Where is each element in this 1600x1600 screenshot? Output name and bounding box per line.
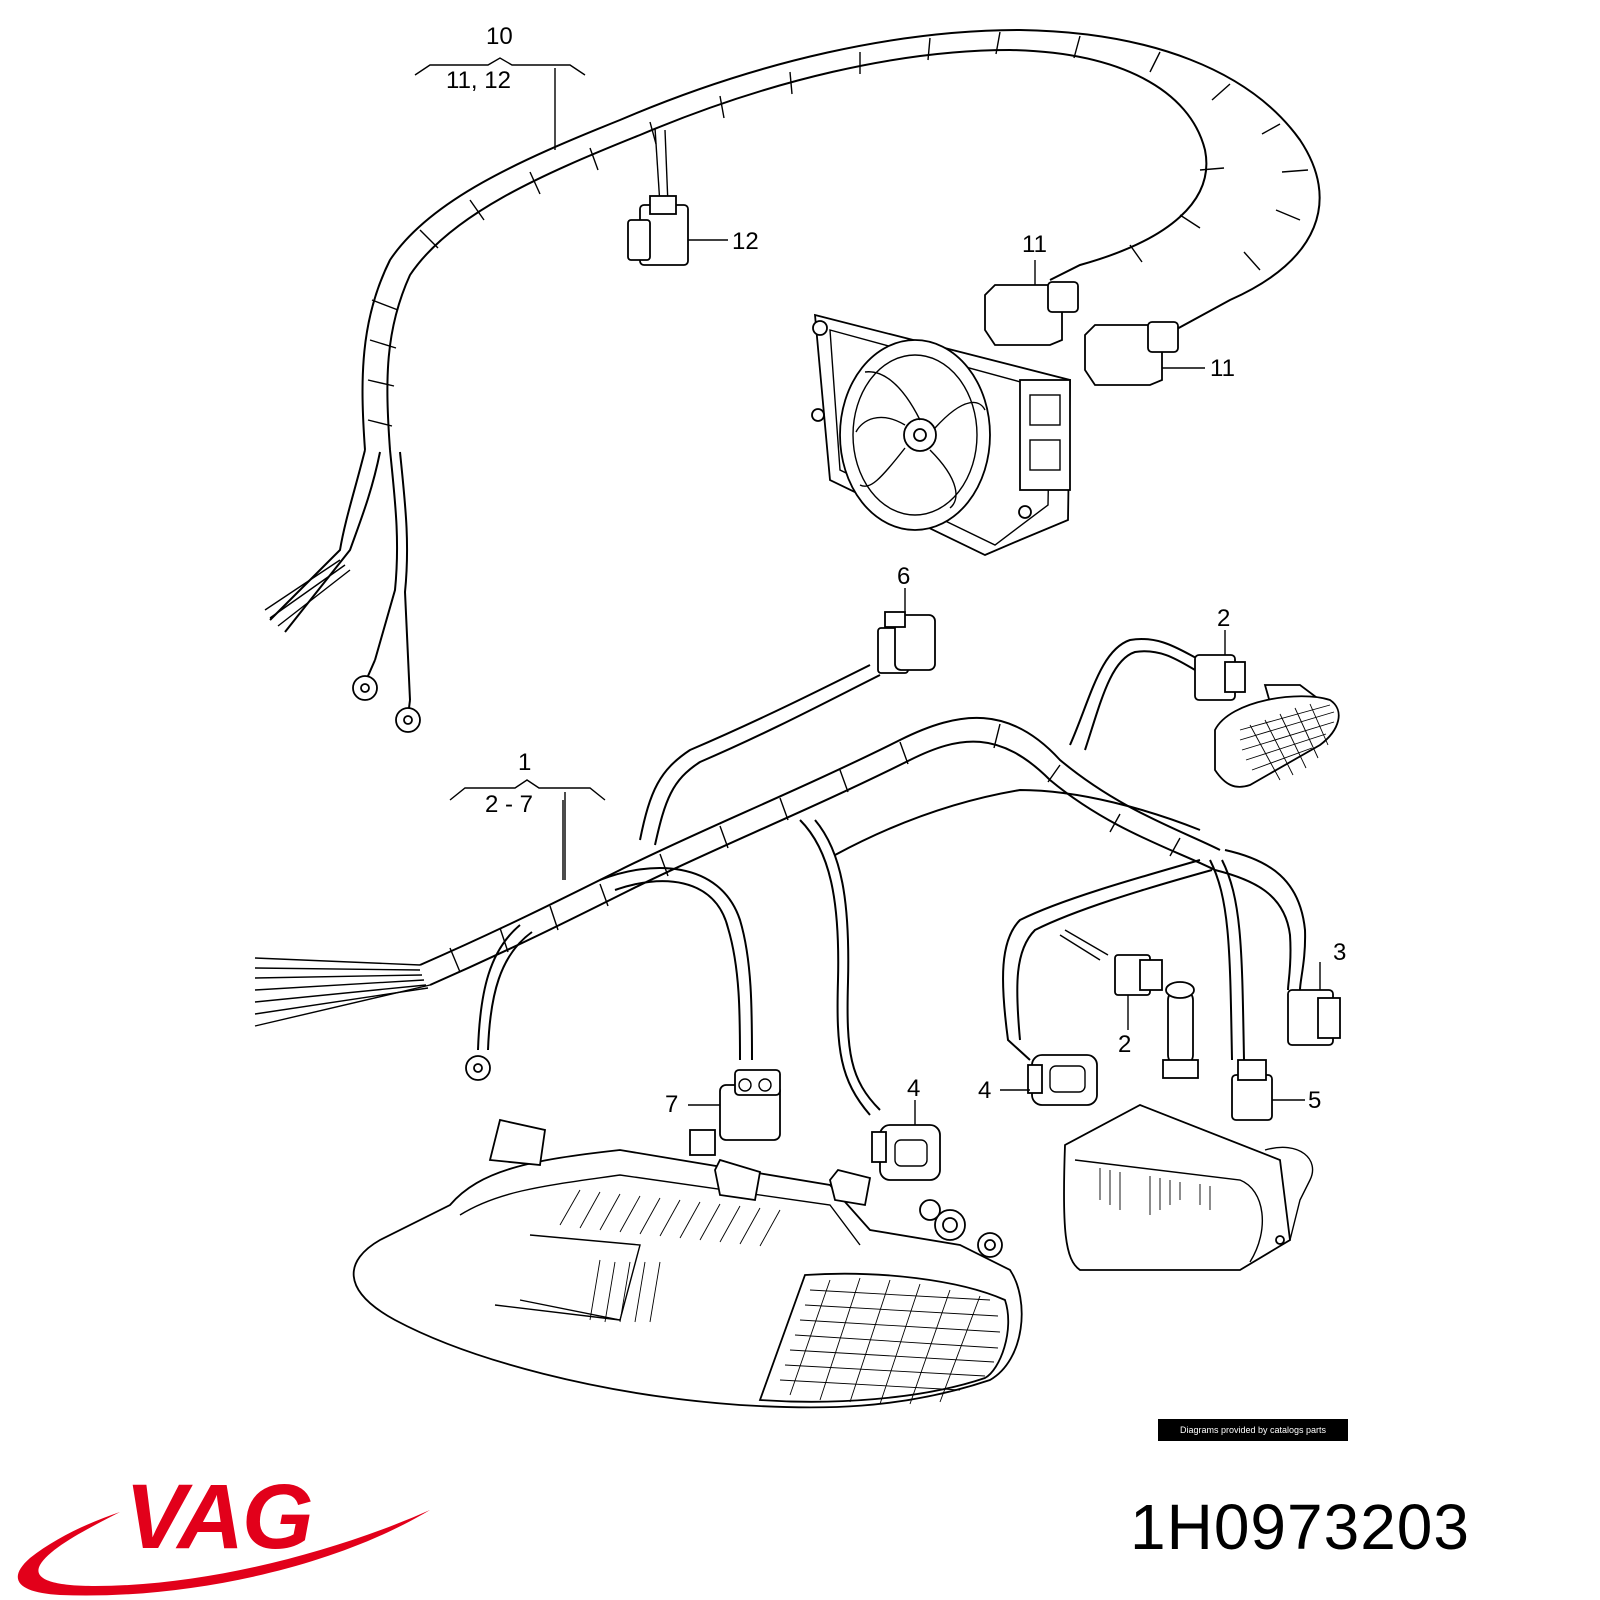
callout-11-lower: 11 bbox=[1210, 355, 1235, 382]
callout-4-right: 4 bbox=[978, 1077, 991, 1104]
callout-2-lower: 2 bbox=[1118, 1031, 1131, 1058]
callout-2-upper: 2 bbox=[1217, 605, 1230, 632]
callout-2-7: 2 - 7 bbox=[485, 791, 533, 818]
logo-wordmark: VAG bbox=[125, 1466, 312, 1568]
fog-lamp bbox=[1063, 1104, 1314, 1271]
connector-11-upper bbox=[984, 260, 1079, 346]
connector-3 bbox=[1287, 962, 1341, 1046]
part-number: 1H0973203 bbox=[1130, 1491, 1470, 1563]
connector-7 bbox=[688, 1069, 781, 1141]
connector-5 bbox=[1231, 1059, 1305, 1121]
callout-1: 1 bbox=[518, 749, 531, 776]
callout-10: 10 bbox=[486, 23, 513, 50]
logo-swoosh bbox=[17, 1510, 431, 1596]
connector-11-lower bbox=[1084, 321, 1205, 386]
callout-5: 5 bbox=[1308, 1087, 1321, 1114]
connector-6 bbox=[877, 588, 936, 674]
washer-pump bbox=[1162, 981, 1199, 1079]
bracket-10 bbox=[414, 57, 586, 150]
callout-3: 3 bbox=[1333, 939, 1346, 966]
connector-12 bbox=[627, 195, 728, 266]
vag-logo: VAG bbox=[17, 1466, 431, 1596]
connector-2-upper bbox=[1194, 630, 1246, 701]
side-marker-lamp bbox=[1214, 684, 1340, 788]
radiator-fan bbox=[811, 313, 1071, 556]
upper-harness bbox=[264, 28, 1321, 733]
callout-12: 12 bbox=[732, 228, 759, 255]
callout-11-12: 11, 12 bbox=[446, 67, 511, 94]
bracket-1 bbox=[449, 779, 606, 880]
callout-4-left: 4 bbox=[907, 1075, 920, 1102]
credit-label: Diagrams provided by catalogs parts bbox=[1158, 1419, 1348, 1441]
callout-11-upper: 11 bbox=[1022, 231, 1047, 258]
callout-6: 6 bbox=[897, 563, 910, 590]
headlamp bbox=[352, 1118, 1023, 1409]
connector-4-left bbox=[871, 1100, 941, 1181]
callout-7: 7 bbox=[665, 1091, 678, 1118]
lower-harness bbox=[254, 638, 1307, 1116]
connector-4-right bbox=[1000, 1054, 1098, 1106]
connector-2-lower bbox=[1114, 954, 1163, 1030]
